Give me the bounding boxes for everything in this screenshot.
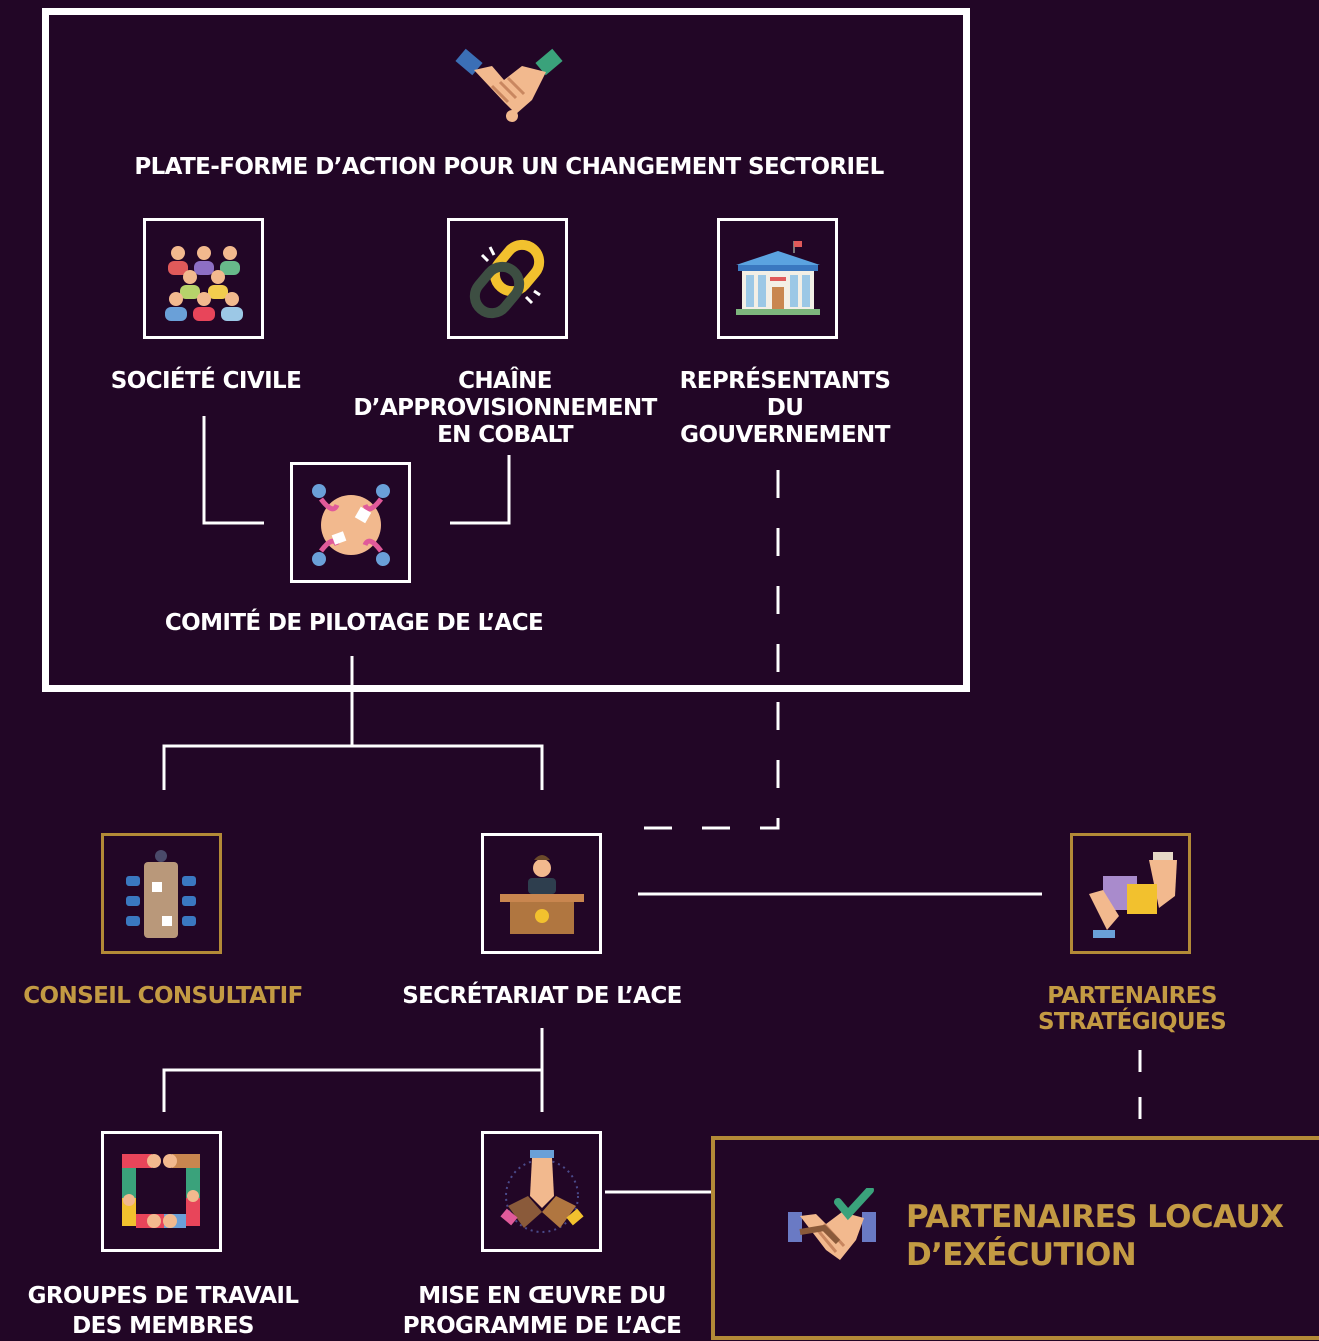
linked-arms-icon bbox=[122, 1154, 200, 1228]
chain-link-icon bbox=[469, 239, 545, 319]
supply-chain-label-line1: CHAÎNE bbox=[458, 368, 552, 394]
puzzle-hands-icon bbox=[1089, 852, 1177, 938]
meeting-table-icon bbox=[126, 850, 196, 938]
supply-chain-label-line2: D’APPROVISIONNEMENT bbox=[353, 395, 657, 421]
supply-chain-label: CHAÎNE D’APPROVISIONNEMENT EN COBALT bbox=[338, 368, 672, 449]
local-partners-label: PARTENAIRES LOCAUX D’EXÉCUTION bbox=[906, 1198, 1284, 1274]
hands-together-icon bbox=[500, 1150, 584, 1233]
handshake-icon bbox=[452, 40, 567, 130]
connector-government-dashed bbox=[638, 470, 780, 830]
connector-secretariat-branch bbox=[162, 1068, 542, 1112]
supply-chain-label-line3: EN COBALT bbox=[437, 422, 573, 448]
secretariat-box bbox=[481, 833, 602, 954]
government-building-icon bbox=[736, 241, 820, 315]
steering-label: COMITÉ DE PILOTAGE DE L’ACE bbox=[164, 610, 544, 636]
local-partners-label-line2: D’EXÉCUTION bbox=[906, 1237, 1137, 1273]
advisory-label: CONSEIL CONSULTATIF bbox=[23, 983, 303, 1009]
people-group-icon bbox=[165, 246, 243, 321]
strategic-box bbox=[1070, 833, 1191, 954]
handshake-check-icon bbox=[786, 1186, 878, 1278]
secretariat-label: SECRÉTARIAT DE L’ACE bbox=[402, 983, 682, 1009]
working-groups-label: GROUPES DE TRAVAIL DES MEMBRES bbox=[6, 1281, 320, 1341]
working-groups-label-line2: DES MEMBRES bbox=[72, 1313, 254, 1339]
platform-frame bbox=[42, 8, 970, 692]
local-partners-label-line1: PARTENAIRES LOCAUX bbox=[906, 1199, 1284, 1235]
program-label-line1: MISE EN ŒUVRE DU bbox=[418, 1283, 666, 1309]
strategic-label-line1: PARTENAIRES bbox=[1047, 983, 1217, 1009]
round-table-icon bbox=[312, 484, 390, 566]
government-label-line3: GOUVERNEMENT bbox=[680, 422, 890, 448]
government-label-line1: REPRÉSENTANTS bbox=[679, 368, 891, 394]
supply-chain-box bbox=[447, 218, 568, 339]
advisory-box bbox=[101, 833, 222, 954]
working-groups-box bbox=[101, 1131, 222, 1252]
strategic-label: PARTENAIRES STRATÉGIQUES bbox=[1012, 983, 1252, 1035]
connector-civil-to-steering bbox=[202, 416, 264, 525]
government-label-line2: DU bbox=[766, 395, 804, 421]
connector-supply-to-steering bbox=[450, 455, 511, 525]
speaker-podium-icon bbox=[500, 855, 584, 934]
civil-society-box bbox=[143, 218, 264, 339]
government-label: REPRÉSENTANTS DU GOUVERNEMENT bbox=[668, 368, 902, 449]
program-box bbox=[481, 1131, 602, 1252]
steering-box bbox=[290, 462, 411, 583]
program-label: MISE EN ŒUVRE DU PROGRAMME DE L’ACE bbox=[372, 1281, 712, 1341]
government-box bbox=[717, 218, 838, 339]
connector-steering-branch bbox=[162, 744, 544, 790]
strategic-label-line2: STRATÉGIQUES bbox=[1037, 1009, 1227, 1035]
platform-title: PLATE-FORME D’ACTION POUR UN CHANGEMENT … bbox=[134, 154, 884, 180]
civil-society-label: SOCIÉTÉ CIVILE bbox=[110, 368, 302, 394]
working-groups-label-line1: GROUPES DE TRAVAIL bbox=[27, 1283, 299, 1309]
program-label-line2: PROGRAMME DE L’ACE bbox=[402, 1313, 682, 1339]
